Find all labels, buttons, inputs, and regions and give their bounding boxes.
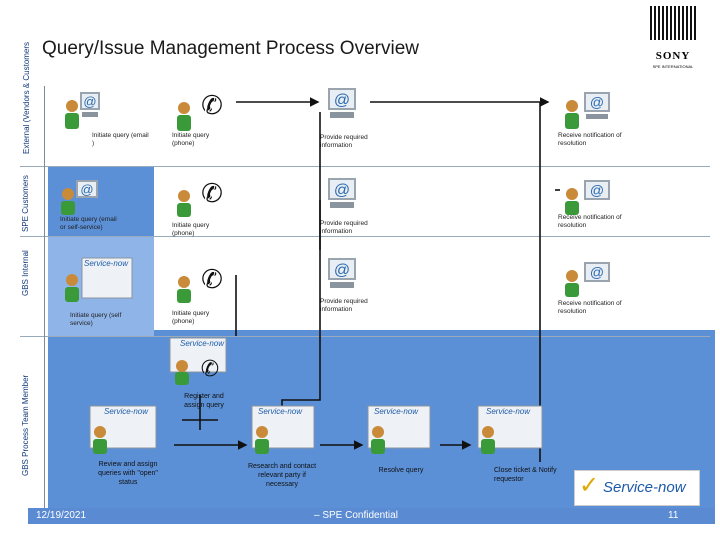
step-register: Register and assign query: [184, 393, 224, 409]
servicenow-logo: Service-now: [180, 339, 225, 348]
person-phone-icon: ✆: [170, 88, 224, 132]
email-terminal-icon: @: [320, 176, 364, 212]
step-spe-provide: Provide required information: [320, 220, 368, 235]
step-ext-receive: Receive notification of resolution: [558, 132, 622, 147]
servicenow-logo: Service-now: [84, 259, 129, 268]
step-int-provide: Provide required information: [320, 298, 368, 313]
email-terminal-icon: @: [320, 256, 364, 292]
step-research: Research and contact relevant party if n…: [247, 463, 317, 488]
footer-date: 12/19/2021: [36, 510, 87, 521]
lane-gbs-team-topstrip: [154, 330, 715, 336]
servicenow-logo: Service-now: [374, 407, 419, 416]
svg-text:@: @: [590, 94, 604, 110]
svg-text:✆: ✆: [201, 357, 219, 382]
lane-divider: [20, 236, 710, 237]
step-ext-phone: Initiate query (phone): [172, 132, 210, 147]
register-icon: ✆ Service-now: [168, 336, 240, 386]
step-int-phone: Initiate query (phone): [172, 310, 210, 325]
step-spe-receive: Receive notification of resolution: [558, 214, 622, 229]
footer-confidential: – SPE Confidential: [314, 510, 398, 521]
servicenow-logo: Service-now: [104, 407, 149, 416]
svg-text:@: @: [334, 92, 350, 109]
lane-axis: [44, 86, 45, 508]
logo-pictures-icon: [650, 6, 696, 40]
svg-text:✆: ✆: [201, 265, 223, 295]
email-terminal-icon: @: [320, 86, 364, 124]
person-email-icon: @: [58, 176, 102, 216]
servicenow-logo: Service-now: [258, 407, 303, 416]
svg-text:@: @: [80, 182, 93, 197]
check-icon: ✓: [579, 471, 600, 499]
person-servicenow-icon: Service-now: [58, 254, 134, 304]
svg-text:@: @: [334, 262, 350, 279]
step-review: Review and assign queries with "open" st…: [98, 461, 158, 486]
svg-text:@: @: [83, 94, 96, 109]
step-close: Close ticket & Notify requestor: [494, 467, 557, 483]
step-ext-email: Initiate query (email ): [92, 132, 149, 147]
logo-subtext: SPE INTERNATIONAL: [652, 64, 694, 69]
lane-divider: [20, 336, 710, 337]
svg-text:✆: ✆: [201, 91, 223, 121]
close-servicenow-icon: Service-now: [476, 404, 546, 456]
sony-logo: SONY SPE INTERNATIONAL: [648, 6, 698, 74]
svg-text:✆: ✆: [201, 179, 223, 209]
svg-text:@: @: [590, 264, 604, 280]
lane-divider: [20, 166, 710, 167]
step-ext-provide: Provide required information: [320, 134, 368, 149]
svg-text:@: @: [334, 182, 350, 199]
person-email-icon: @: [562, 258, 616, 298]
step-int-receive: Receive notification of resolution: [558, 300, 622, 315]
person-phone-icon: ✆: [170, 176, 224, 218]
footer-page-number: 11: [668, 510, 679, 521]
person-email-icon: @: [562, 176, 616, 216]
person-phone-icon: ✆: [170, 262, 224, 304]
step-int-self: Initiate query (self service): [70, 312, 122, 327]
research-servicenow-icon: Service-now: [250, 404, 318, 456]
step-spe-email: Initiate query (email or self-service): [60, 216, 117, 231]
servicenow-badge: ✓ Service-now: [574, 470, 700, 506]
person-email-icon: @: [62, 88, 102, 132]
step-spe-phone: Initiate query (phone): [172, 222, 210, 237]
page-title: Query/Issue Management Process Overview: [42, 38, 419, 59]
person-email-icon: @: [562, 88, 616, 132]
logo-text: SONY: [655, 50, 691, 62]
step-resolve: Resolve query: [378, 467, 424, 474]
servicenow-badge-text: Service-now: [603, 479, 686, 496]
resolve-servicenow-icon: Service-now: [366, 404, 434, 456]
servicenow-logo: Service-now: [486, 407, 531, 416]
review-servicenow-icon: Service-now: [88, 404, 162, 456]
svg-text:@: @: [590, 182, 604, 198]
footer-bar: [28, 508, 715, 524]
